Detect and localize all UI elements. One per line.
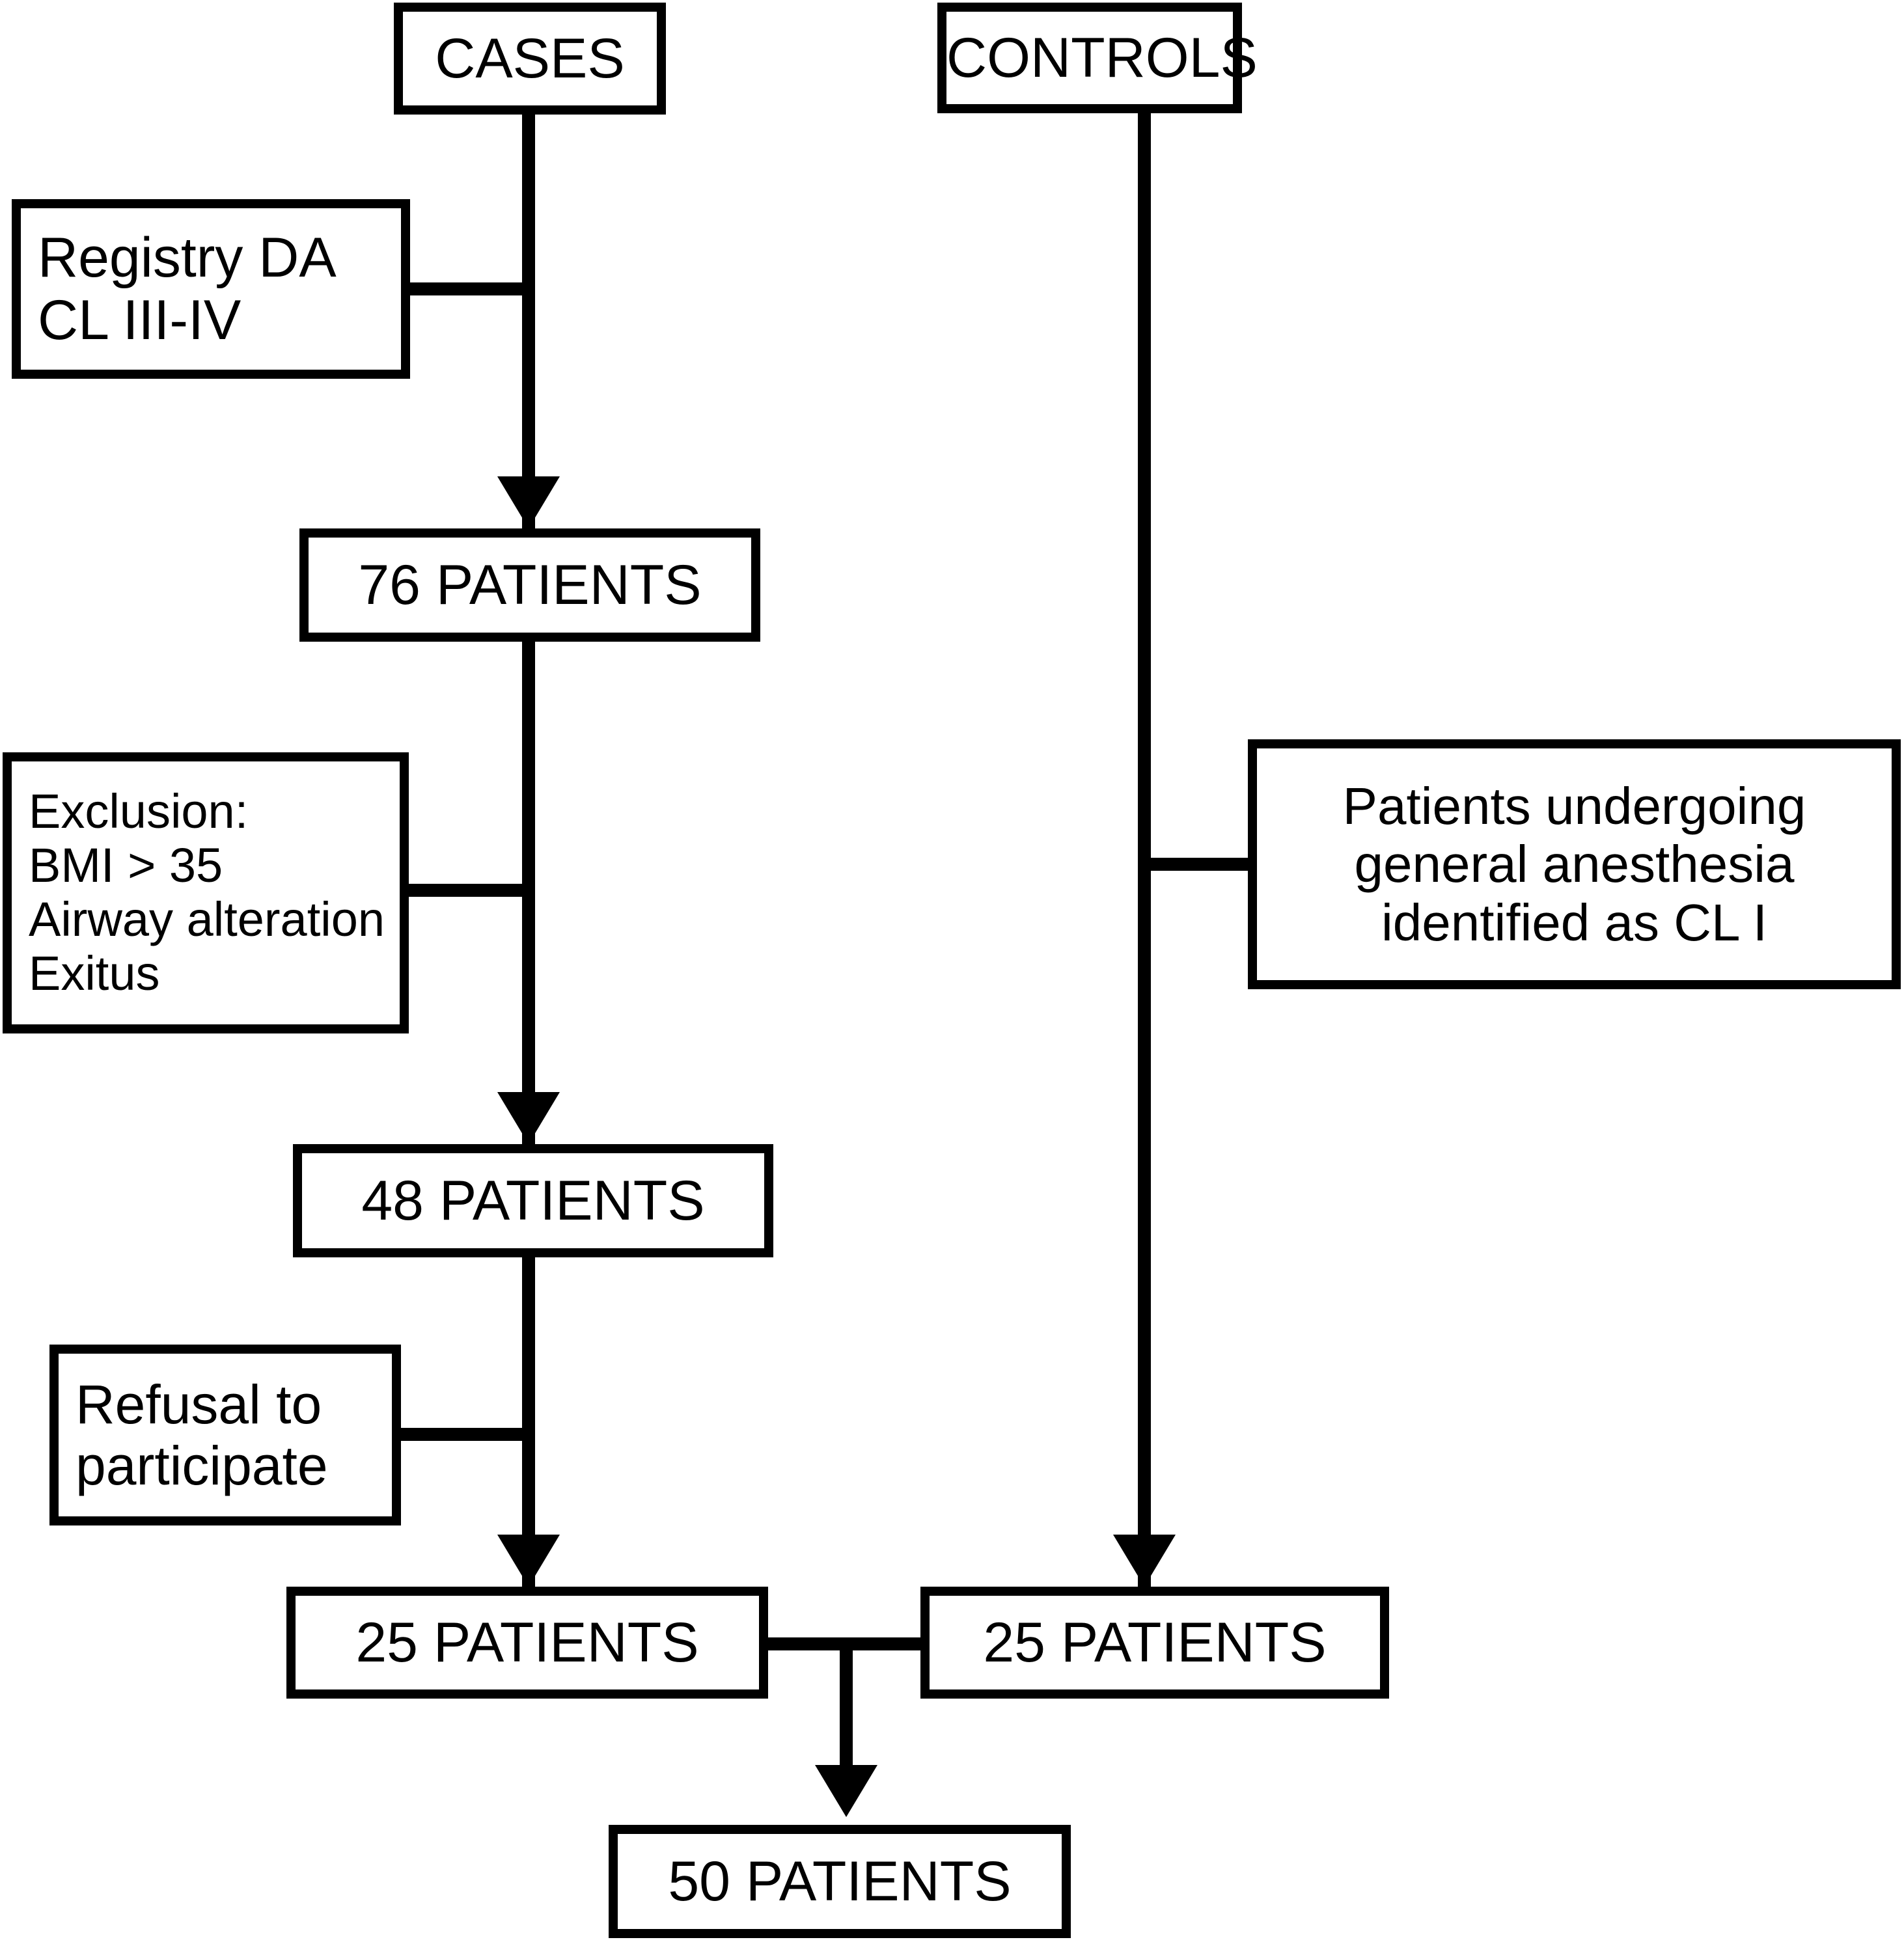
node-48-patients: 48 PATIENTS bbox=[293, 1144, 773, 1257]
edge-merge-to-50 bbox=[840, 1637, 853, 1801]
edge-anesthesia-connector bbox=[1146, 858, 1256, 871]
node-76-patients-label: 76 PATIENTS bbox=[358, 553, 702, 616]
node-25-patients-controls-label: 25 PATIENTS bbox=[983, 1611, 1327, 1674]
arrowhead-controls-to-25 bbox=[1113, 1535, 1176, 1587]
edge-registry-connector bbox=[406, 282, 527, 295]
node-exclusion-criteria: Exclusion: BMI > 35 Airway alteration Ex… bbox=[3, 752, 409, 1033]
node-25-patients-cases-label: 25 PATIENTS bbox=[355, 1611, 699, 1674]
node-cases: CASES bbox=[394, 3, 666, 115]
edge-48-to-25 bbox=[522, 1256, 535, 1588]
node-50-patients-label: 50 PATIENTS bbox=[668, 1850, 1012, 1913]
node-refusal-label: Refusal to participate bbox=[76, 1373, 328, 1496]
node-76-patients: 76 PATIENTS bbox=[299, 528, 760, 642]
node-controls: CONTROLS bbox=[937, 3, 1258, 113]
node-registry-label: Registry DA CL III-IV bbox=[38, 226, 337, 351]
edge-76-to-48 bbox=[522, 640, 535, 1145]
edge-controls-to-25 bbox=[1138, 112, 1151, 1588]
node-controls-label: CONTROLS bbox=[946, 26, 1258, 89]
edge-refusal-connector bbox=[397, 1428, 527, 1441]
edge-exclusion-connector bbox=[405, 884, 527, 897]
node-refusal-to-participate: Refusal to participate bbox=[49, 1345, 401, 1525]
edge-25-controls-to-merge bbox=[840, 1637, 927, 1650]
arrowhead-merge-to-50 bbox=[815, 1765, 877, 1817]
node-anesthesia-label: Patients undergoing general anesthesia i… bbox=[1342, 776, 1806, 951]
node-48-patients-label: 48 PATIENTS bbox=[361, 1169, 705, 1232]
arrowhead-48-to-25 bbox=[497, 1535, 560, 1587]
arrowhead-76-to-48 bbox=[497, 1092, 560, 1144]
node-exclusion-label: Exclusion: BMI > 35 Airway alteration Ex… bbox=[29, 784, 385, 1000]
node-50-patients: 50 PATIENTS bbox=[609, 1825, 1071, 1938]
edge-cases-to-76 bbox=[522, 112, 535, 528]
node-25-patients-cases: 25 PATIENTS bbox=[286, 1587, 768, 1699]
node-registry-source: Registry DA CL III-IV bbox=[12, 199, 410, 379]
arrowhead-cases-to-76 bbox=[497, 476, 560, 528]
node-25-patients-controls: 25 PATIENTS bbox=[920, 1587, 1389, 1699]
edge-25-cases-to-merge bbox=[763, 1637, 851, 1650]
node-cases-label: CASES bbox=[435, 27, 625, 90]
node-controls-source: Patients undergoing general anesthesia i… bbox=[1248, 739, 1901, 989]
